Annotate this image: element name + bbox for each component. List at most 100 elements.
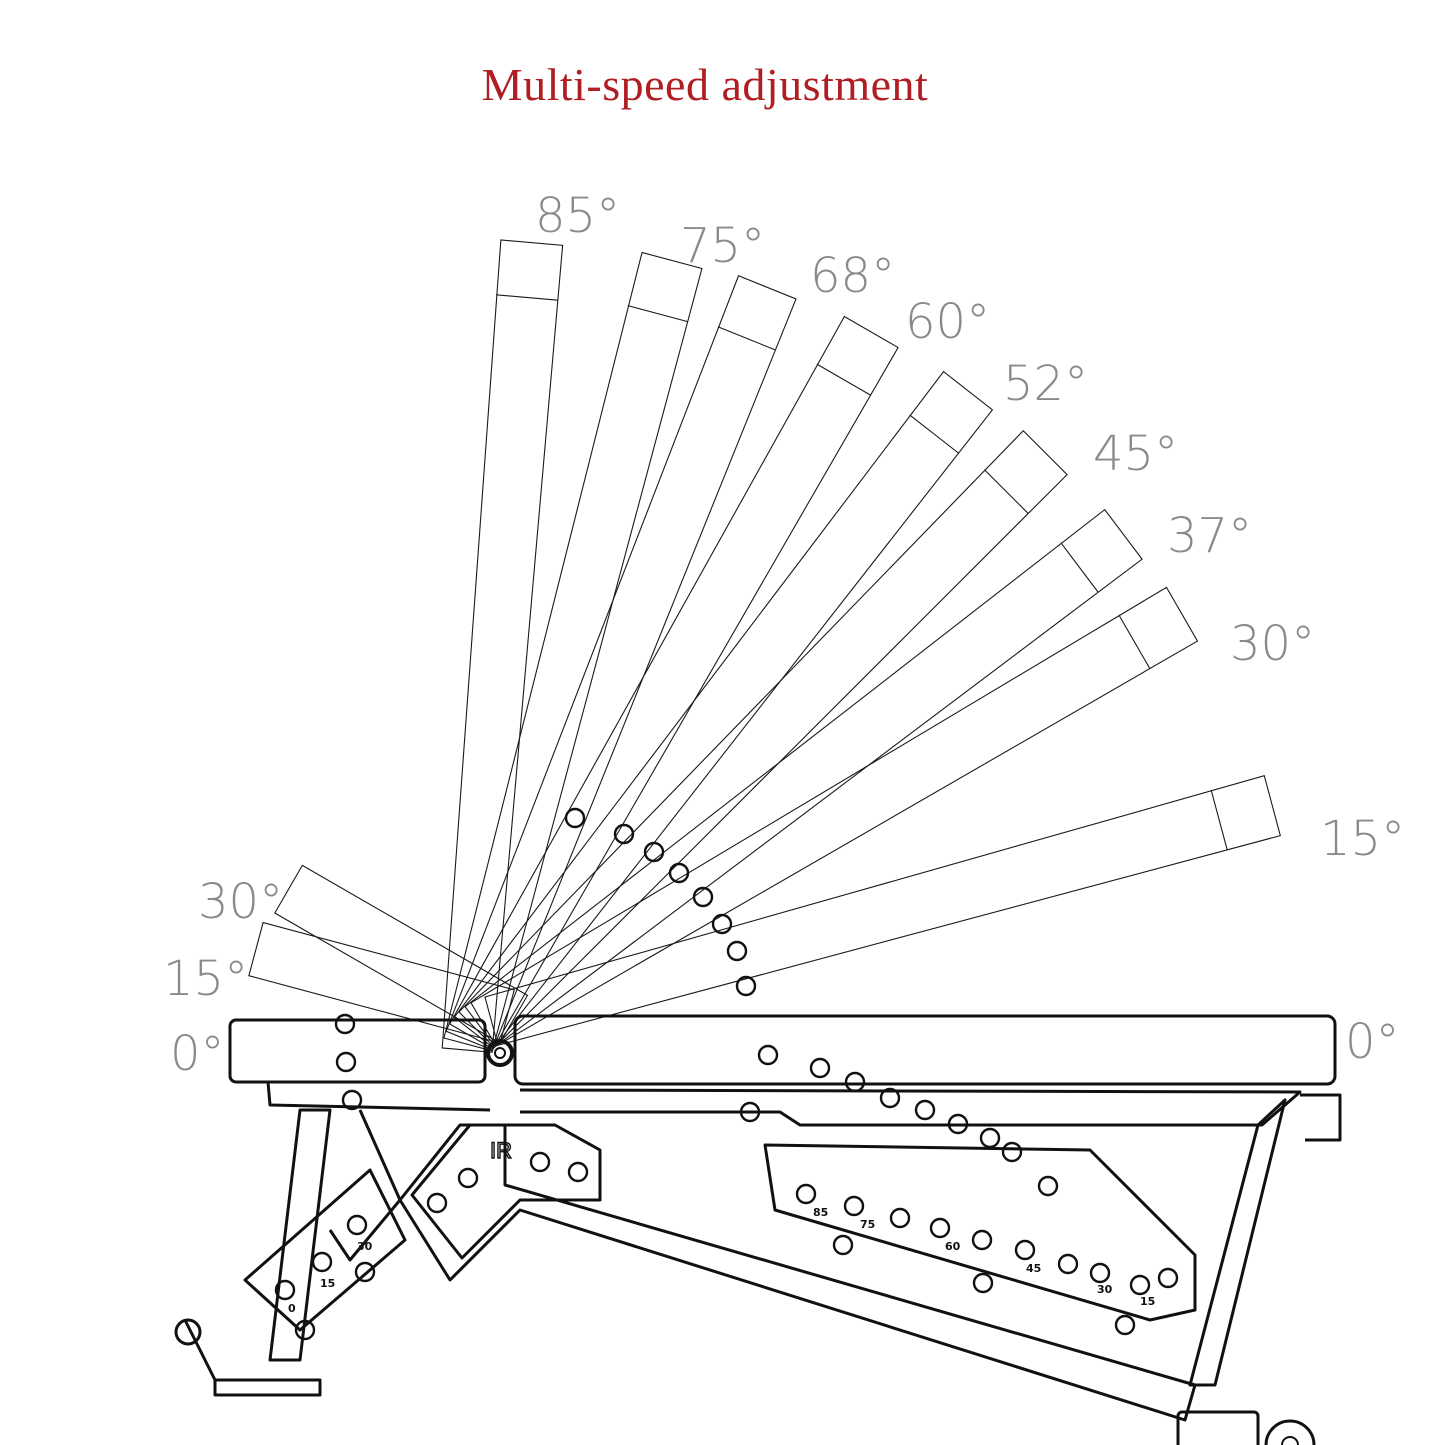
bench-frame: IR bbox=[174, 1014, 1342, 1445]
frame-hole bbox=[692, 886, 714, 908]
backrest-pad-85 bbox=[441, 239, 564, 1053]
backrest-pad-edge-85 bbox=[496, 294, 558, 301]
diagram-title: Multi-speed adjustment bbox=[481, 59, 929, 110]
frame-hole bbox=[889, 1207, 911, 1229]
backrest-pad-52 bbox=[453, 370, 994, 1049]
frame-hole bbox=[1129, 1274, 1151, 1296]
back-angle-label-52: 52° bbox=[1003, 356, 1088, 412]
brand-logo: IR bbox=[490, 1138, 512, 1163]
frame-hole bbox=[1089, 1262, 1111, 1284]
hinge-outer bbox=[486, 1039, 514, 1067]
frame-hole bbox=[879, 1087, 901, 1109]
frame-hole bbox=[274, 1279, 296, 1301]
back-angle-label-30: 30° bbox=[1230, 616, 1315, 672]
frame-hole bbox=[354, 1261, 376, 1283]
front-brace bbox=[328, 1109, 402, 1262]
frame-hole bbox=[711, 913, 733, 935]
rear-foot bbox=[1176, 1410, 1260, 1445]
backrest-pad-edge-75 bbox=[627, 305, 688, 323]
frame-hole bbox=[1157, 1267, 1179, 1289]
frame-hole bbox=[311, 1251, 333, 1273]
frame-hole bbox=[1001, 1141, 1023, 1163]
frame-hole bbox=[294, 1319, 316, 1341]
backrest-pad-37 bbox=[464, 508, 1143, 1048]
seat-angle-label-0: 0° bbox=[170, 1026, 225, 1082]
frame-hole bbox=[809, 1057, 831, 1079]
seat-hole-label-30: 30 bbox=[357, 1240, 373, 1253]
frame-hole bbox=[341, 1089, 363, 1111]
backrest-positions bbox=[441, 239, 1282, 1053]
back-angle-label-45: 45° bbox=[1093, 426, 1178, 482]
frame-hole bbox=[567, 1161, 589, 1183]
frame-hole bbox=[929, 1217, 951, 1239]
frame-hole bbox=[739, 1101, 761, 1123]
back-angle-label-0: 0° bbox=[1345, 1014, 1400, 1070]
backrest-pad-edge-60 bbox=[816, 363, 871, 396]
back-angle-label-85: 85° bbox=[535, 188, 620, 244]
seat-pad-15 bbox=[248, 921, 515, 1044]
center-plate bbox=[410, 1123, 602, 1260]
angle-labels: 85°75°68°60°52°45°37°30°15°0°30°15°0° bbox=[163, 188, 1405, 1082]
seat-pad-flat bbox=[228, 1018, 487, 1084]
frame-hole bbox=[335, 1051, 357, 1073]
backrest-pad-edge-52 bbox=[909, 414, 959, 454]
main-frame-beam bbox=[398, 1123, 1197, 1422]
frame-hole bbox=[795, 1183, 817, 1205]
back-hole-label-45: 45 bbox=[1026, 1262, 1041, 1275]
rear-clamp bbox=[1300, 1093, 1342, 1142]
back-rail bbox=[519, 1088, 1302, 1127]
seat-hole-label-15: 15 bbox=[320, 1277, 335, 1290]
frame-hole bbox=[972, 1272, 994, 1294]
seat-rail bbox=[266, 1081, 491, 1112]
backrest-pad-edge-45 bbox=[983, 469, 1029, 514]
back-hole-label-30: 30 bbox=[1097, 1283, 1113, 1296]
back-angle-label-37: 37° bbox=[1167, 508, 1252, 564]
backrest-pad-30 bbox=[470, 586, 1199, 1047]
frame-hole bbox=[735, 975, 757, 997]
seat-pad-30 bbox=[274, 864, 529, 1044]
rear-wheel bbox=[1264, 1419, 1316, 1445]
frame-holes bbox=[274, 807, 1179, 1341]
frame-hole bbox=[613, 823, 635, 845]
seat-angle-label-15: 15° bbox=[163, 951, 248, 1007]
frame-hole bbox=[971, 1229, 993, 1251]
front-foot bbox=[183, 1319, 322, 1397]
back-hole-label-60: 60 bbox=[945, 1240, 961, 1253]
backrest-pad-45 bbox=[458, 429, 1068, 1049]
back-angle-label-60: 60° bbox=[905, 294, 990, 350]
frame-hole bbox=[832, 1234, 854, 1256]
frame-hole bbox=[643, 841, 665, 863]
back-pad-flat bbox=[513, 1014, 1337, 1086]
seat-hole-label-0: 0 bbox=[288, 1302, 296, 1315]
rear-strut bbox=[1188, 1098, 1287, 1387]
frame-hole bbox=[914, 1099, 936, 1121]
back-angle-label-75: 75° bbox=[680, 218, 765, 274]
frame-hole bbox=[346, 1214, 368, 1236]
back-hole-label-85: 85 bbox=[813, 1206, 828, 1219]
frame-hole bbox=[529, 1151, 551, 1173]
frame-hole bbox=[947, 1113, 969, 1135]
seat-adjust-plate bbox=[243, 1168, 407, 1332]
back-hole-label-15: 15 bbox=[1140, 1295, 1155, 1308]
backrest-pad-60 bbox=[449, 315, 899, 1050]
frame-hole bbox=[564, 807, 586, 829]
backrest-pad-15 bbox=[484, 775, 1282, 1046]
frame-hole bbox=[1057, 1253, 1079, 1275]
back-adjustment-plate bbox=[763, 1143, 1197, 1322]
backrest-pad-75 bbox=[443, 251, 703, 1052]
backrest-pad-edge-15 bbox=[1210, 789, 1228, 851]
back-angle-label-15: 15° bbox=[1320, 811, 1405, 867]
back-angle-label-68: 68° bbox=[810, 248, 895, 304]
backrest-pad-68 bbox=[445, 275, 797, 1051]
frame-hole bbox=[1037, 1175, 1059, 1197]
frame-hole bbox=[844, 1071, 866, 1093]
hinge-inner bbox=[494, 1047, 506, 1059]
backrest-pad-edge-30 bbox=[1118, 614, 1151, 669]
seat-positions bbox=[248, 864, 529, 1044]
frame-hole bbox=[1114, 1314, 1136, 1336]
rear-wheel-hub bbox=[1281, 1436, 1299, 1445]
backrest-pad-edge-37 bbox=[1060, 542, 1099, 593]
frame-hole bbox=[1014, 1239, 1036, 1261]
